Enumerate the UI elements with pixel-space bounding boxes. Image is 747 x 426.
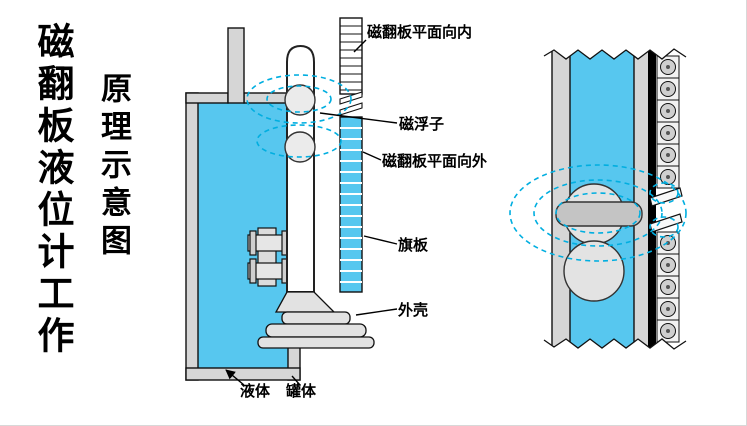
flap-cell	[656, 77, 680, 101]
leader-flap-inward	[353, 39, 367, 53]
label-liquid: 液体	[240, 382, 271, 400]
label-flap-inward: 磁翻板平面向内	[367, 23, 472, 41]
flap-cell	[656, 143, 680, 167]
magnetic-field-lines-left	[246, 74, 352, 158]
section-wall-right	[634, 46, 648, 352]
float-ball-lower-detail	[563, 240, 625, 302]
label-outer-shell: 外壳	[397, 301, 428, 319]
leader-flap-outward	[362, 151, 382, 161]
flap-cell	[656, 121, 680, 145]
leader-tank-body	[291, 375, 301, 386]
base-disc-2	[265, 323, 367, 338]
flap-cell	[656, 275, 680, 299]
base-cone	[274, 291, 336, 313]
label-flap-outward: 磁翻板平面向外	[382, 152, 487, 170]
base-disc-1	[281, 311, 351, 325]
flaps-inward-ladder	[339, 17, 363, 95]
leader-lines	[225, 39, 398, 386]
leader-flag-plate	[363, 235, 398, 245]
gauge-base-housing	[257, 291, 375, 349]
magnetic-field-lines-right	[509, 164, 687, 262]
label-flag-plate: 旗板	[398, 236, 429, 254]
flap-cell	[656, 319, 680, 343]
tank-wall-left	[185, 92, 199, 381]
flap-cell	[656, 99, 680, 123]
sub-title-vertical: 原理示意图	[95, 72, 131, 262]
float-ball-lower	[284, 131, 316, 163]
torn-edges	[543, 38, 687, 362]
flap-cell	[656, 55, 680, 79]
leader-magnetic-float	[319, 112, 398, 124]
flap-cell	[656, 297, 680, 321]
flaps-transition	[339, 91, 363, 116]
label-magnetic-float: 磁浮子	[399, 115, 444, 133]
leader-liquid-arrow	[225, 369, 245, 386]
tank-wall-bottom	[185, 367, 301, 381]
tank-top-nozzle	[227, 27, 245, 104]
base-disc-3	[257, 336, 375, 349]
flange-plate	[249, 230, 257, 256]
flange-plate	[249, 258, 257, 284]
main-title-vertical: 磁翻板液位计工作	[31, 22, 74, 358]
label-tank-body: 罐体	[285, 382, 317, 400]
float-ball-upper	[284, 84, 316, 116]
cross-section-detail	[509, 38, 687, 362]
flaps-outward-stack	[339, 116, 363, 293]
flap-cell	[656, 253, 680, 277]
gauge-chamber	[286, 44, 315, 293]
gauge-principle-diagram	[185, 17, 398, 386]
indicator-rail	[339, 17, 363, 293]
connection-flanges	[247, 227, 289, 287]
leader-outer-shell	[355, 308, 398, 316]
float-magnet-cylinder	[555, 201, 643, 227]
tank-wall-top-left	[185, 92, 229, 104]
